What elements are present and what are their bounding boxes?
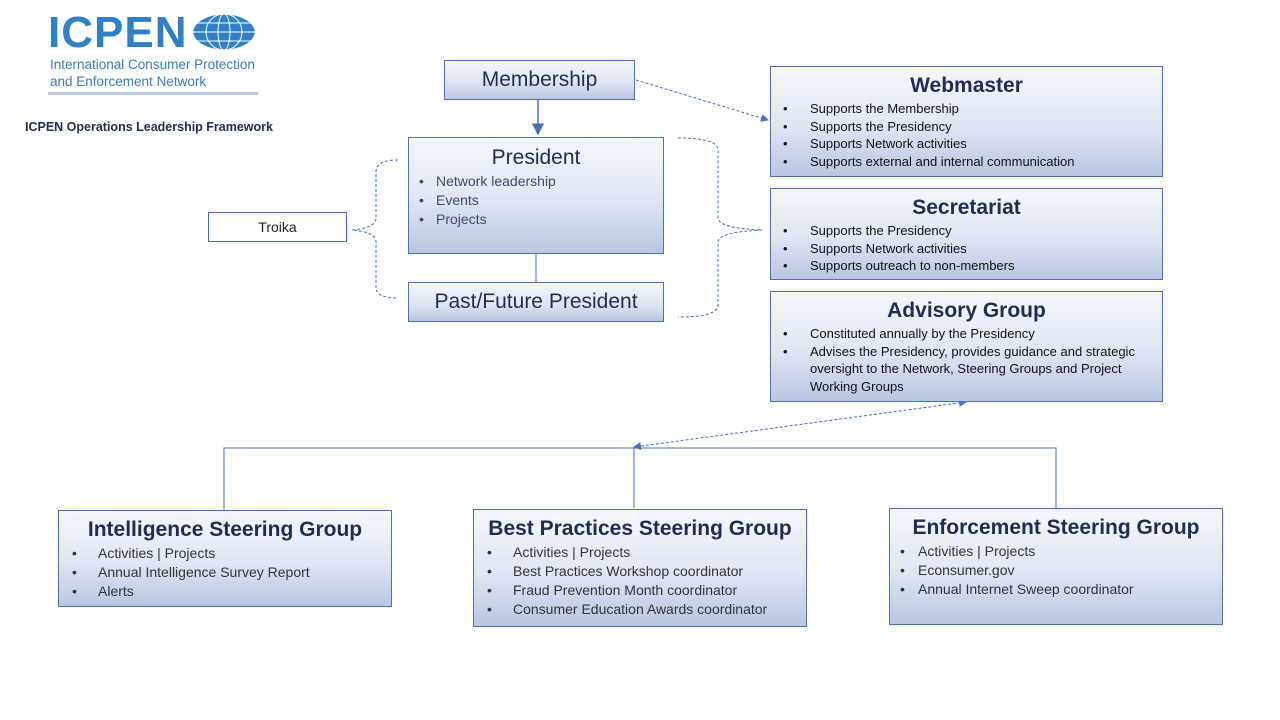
list-item: Events	[409, 191, 663, 210]
list-item: Projects	[409, 210, 663, 229]
webmaster-list: Supports the Membership Supports the Pre…	[771, 100, 1162, 170]
intelligence-title: Intelligence Steering Group	[87, 518, 363, 541]
membership-box: Membership	[444, 60, 635, 100]
list-item: Supports external and internal communica…	[771, 153, 1162, 171]
list-item: Supports Network activities	[771, 135, 1162, 153]
support-brace	[677, 137, 763, 318]
advisory-group-list: Constituted annually by the Presidency A…	[771, 325, 1162, 395]
list-item: Network leadership	[409, 172, 663, 191]
list-item: Supports outreach to non-members	[771, 257, 1162, 275]
list-item: Best Practices Workshop coordinator	[474, 562, 806, 581]
best-practices-title: Best Practices Steering Group	[488, 517, 792, 540]
list-item: Constituted annually by the Presidency	[771, 325, 1162, 343]
secretariat-box: Secretariat Supports the Presidency Supp…	[770, 188, 1163, 280]
list-item: Activities | Projects	[474, 543, 806, 562]
logo-subtitle: International Consumer Protection and En…	[50, 57, 255, 89]
list-item: Consumer Education Awards coordinator	[474, 600, 806, 619]
troika-label: Troika	[258, 219, 297, 235]
steering-bus	[223, 447, 1057, 510]
troika-brace	[351, 159, 399, 299]
president-list: Network leadership Events Projects	[409, 172, 663, 229]
icpen-logo: ICPEN International Consumer Protection …	[48, 8, 258, 96]
list-item: Supports Network activities	[771, 240, 1162, 258]
list-item: Fraud Prevention Month coordinator	[474, 581, 806, 600]
webmaster-box: Webmaster Supports the Membership Suppor…	[770, 66, 1163, 177]
past-future-president-title: Past/Future President	[434, 290, 638, 313]
list-item: Econsumer.gov	[890, 561, 1222, 580]
intelligence-list: Activities | Projects Annual Intelligenc…	[59, 544, 391, 601]
list-item: Annual Intelligence Survey Report	[59, 563, 391, 582]
advisory-group-title: Advisory Group	[887, 299, 1046, 322]
list-item: Activities | Projects	[59, 544, 391, 563]
secretariat-title: Secretariat	[912, 196, 1021, 219]
enforcement-list: Activities | Projects Econsumer.gov Annu…	[890, 542, 1222, 599]
troika-box: Troika	[208, 212, 347, 242]
framework-title: ICPEN Operations Leadership Framework	[25, 120, 273, 134]
enforcement-steering-group-box: Enforcement Steering Group Activities | …	[889, 508, 1223, 625]
membership-title: Membership	[481, 68, 598, 91]
president-title: President	[491, 146, 581, 169]
secretariat-list: Supports the Presidency Supports Network…	[771, 222, 1162, 275]
list-item: Alerts	[59, 582, 391, 601]
advisory-group-box: Advisory Group Constituted annually by t…	[770, 291, 1163, 402]
list-item: Supports the Presidency	[771, 118, 1162, 136]
list-item: Supports the Membership	[771, 100, 1162, 118]
best-practices-steering-group-box: Best Practices Steering Group Activities…	[473, 509, 807, 627]
intelligence-steering-group-box: Intelligence Steering Group Activities |…	[58, 510, 392, 607]
logo-wordmark: ICPEN	[48, 8, 188, 57]
globe-icon	[192, 13, 256, 51]
past-future-president-box: Past/Future President	[408, 282, 664, 322]
list-item: Activities | Projects	[890, 542, 1222, 561]
list-item: Annual Internet Sweep coordinator	[890, 580, 1222, 599]
enforcement-title: Enforcement Steering Group	[912, 516, 1200, 539]
membership-webmaster-arrow	[635, 79, 769, 122]
webmaster-title: Webmaster	[910, 74, 1023, 97]
logo-underline	[48, 92, 258, 95]
list-item: Supports the Presidency	[771, 222, 1162, 240]
best-practices-list: Activities | Projects Best Practices Wor…	[474, 543, 806, 619]
list-item: Advises the Presidency, provides guidanc…	[771, 343, 1162, 396]
president-box: President Network leadership Events Proj…	[408, 137, 664, 254]
advisory-bus-arrow	[633, 398, 967, 451]
